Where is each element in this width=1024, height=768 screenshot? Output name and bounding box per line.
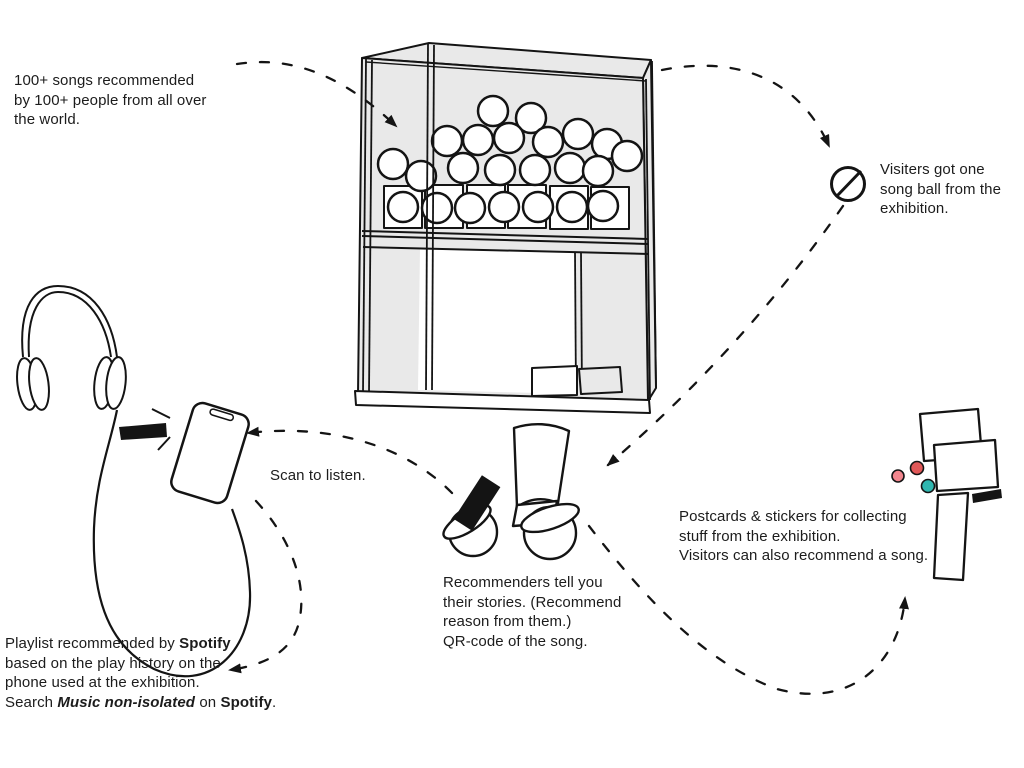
headphones-illustration [16, 284, 252, 678]
note-line: Playlist recommended by Spotify [5, 634, 276, 654]
playlist-title: Music non-isolated [57, 693, 196, 711]
note-line: Scan to listen. [270, 467, 366, 484]
note-recommenders: Recommenders tell you their stories. (Re… [443, 573, 621, 651]
note-line: Visitors can also recommend a song. [679, 547, 929, 564]
note-line: phone used at the exhibition. [5, 674, 200, 691]
note-line: song ball from the [880, 180, 1002, 198]
machine-shelf-line [361, 230, 649, 240]
machine-posts [362, 43, 657, 401]
brand-name: Spotify [220, 693, 273, 711]
note-line: by 100+ people from all over [14, 91, 207, 109]
note-text: Playlist recommended by [5, 635, 180, 652]
machine-shelf-line [362, 246, 650, 255]
song-ball-icon [830, 166, 866, 202]
machine-lower-opening [418, 249, 578, 394]
postcard-front [932, 438, 1000, 493]
note-line: their stories. (Recommend [443, 593, 622, 611]
headphone-cable [92, 409, 252, 678]
capsule-lid [520, 502, 580, 534]
arrow-ball-to-capsules [606, 204, 845, 467]
phone-notch [209, 408, 235, 422]
sticker-dot-red [909, 460, 925, 476]
brand-name: Spotify [179, 635, 231, 652]
note-text: on [195, 693, 221, 711]
note-line: the world. [14, 111, 81, 128]
sparkle-line [157, 436, 171, 451]
sticker-strip [932, 491, 970, 582]
note-line: Search Music non-isolated on Spotify. [5, 693, 276, 713]
gumball-machine-illustration [354, 42, 657, 414]
sparkle-line [151, 408, 171, 419]
note-line: based on the play history on the [5, 654, 221, 672]
sticker-bar [119, 423, 167, 440]
note-line: stuff from the exhibition. [679, 527, 841, 545]
phone-body [170, 401, 250, 505]
note-scan: Scan to listen. [270, 466, 366, 486]
note-text: Search [5, 693, 58, 711]
note-line: 100+ songs recommended [14, 72, 195, 89]
note-playlist: Playlist recommended by Spotify based on… [5, 634, 276, 712]
note-line: Recommenders tell you [443, 574, 603, 591]
arrow-machine-to-ball [660, 64, 831, 148]
dispenser-box [578, 366, 623, 395]
arrow-capsules-to-postcards [587, 524, 909, 695]
sticker-dot-teal [920, 478, 936, 494]
postcards-and-stickers-illustration [891, 407, 1002, 582]
capsules-and-ticket-illustration [442, 423, 580, 561]
note-line: reason from them.) [443, 613, 572, 630]
sticker-dot-pink [891, 469, 905, 483]
headband [21, 284, 118, 358]
capsule-sticker-bar [453, 475, 501, 531]
arrow-phone-to-playlist [228, 499, 303, 674]
note-line: QR-code of the song. [443, 632, 588, 650]
machine-base [354, 390, 651, 414]
note-visitors: Visiters got one song ball from the exhi… [880, 160, 1001, 219]
sticker-black-bar [972, 489, 1002, 503]
note-line: Postcards & stickers for collecting [679, 508, 907, 525]
note-text: . [272, 693, 277, 711]
headband-inner [27, 290, 112, 358]
arrow-capsules-to-phone [246, 426, 454, 495]
ear-cups [16, 356, 127, 411]
flow-arrows [228, 60, 909, 695]
dispenser-box [531, 365, 578, 397]
note-line: exhibition. [880, 200, 949, 217]
note-line: Visiters got one [880, 161, 985, 178]
machine-shelf-line [361, 235, 649, 245]
machine-edge-line [365, 61, 647, 82]
song-balls [376, 94, 644, 225]
ticket [512, 423, 571, 509]
phone-illustration [119, 401, 250, 505]
note-songs: 100+ songs recommended by 100+ people fr… [14, 71, 207, 130]
note-postcards: Postcards & stickers for collecting stuf… [679, 507, 928, 566]
